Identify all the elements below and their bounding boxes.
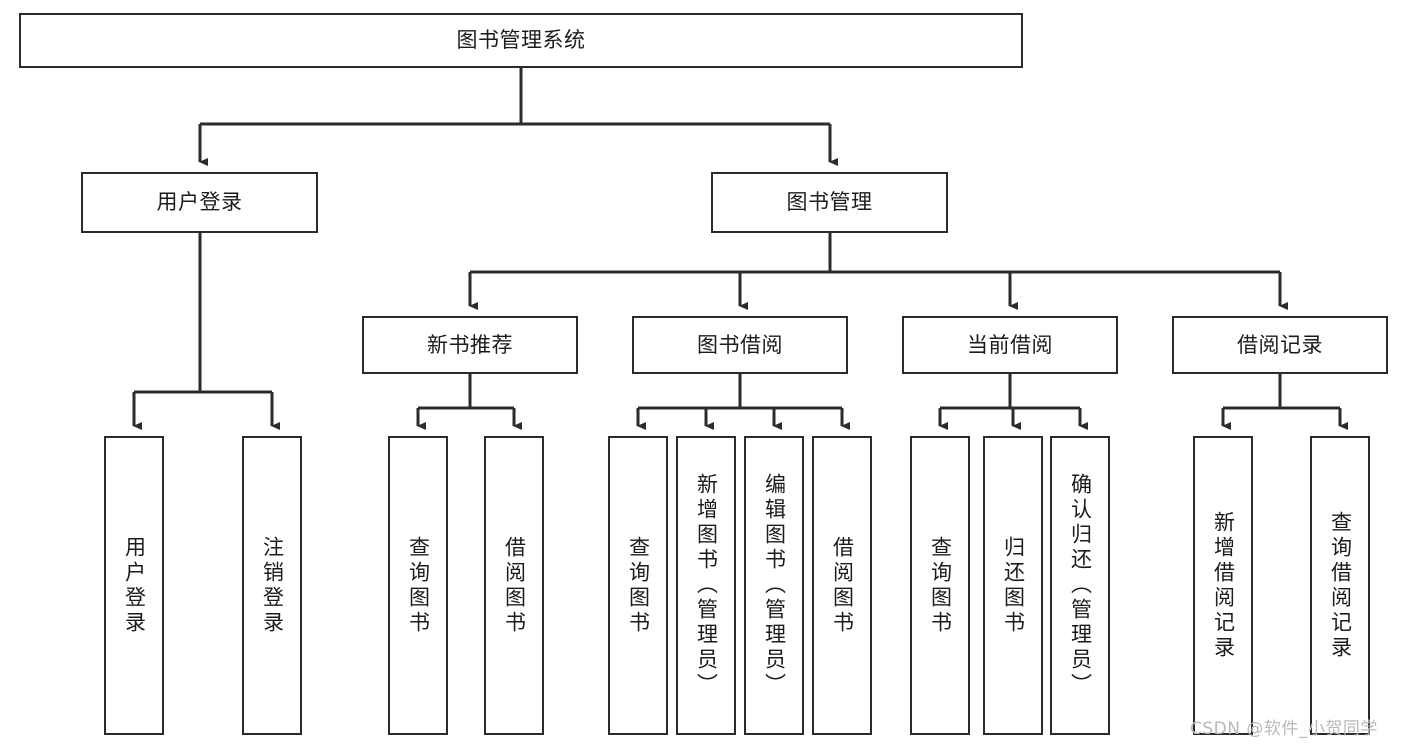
node-label: 新增图书（管理员）: [694, 473, 719, 698]
node-leaf-leaf-query-book-3[interactable]: 查询图书: [910, 436, 970, 735]
node-label: 借阅图书: [830, 535, 855, 636]
node-level3-current-borrow[interactable]: 当前借阅: [902, 316, 1118, 374]
node-leaf-leaf-query-book-2[interactable]: 查询图书: [608, 436, 668, 735]
node-label: 图书借阅: [697, 332, 783, 357]
node-label: 编辑图书（管理员）: [762, 473, 787, 698]
node-level2-book-manage[interactable]: 图书管理: [711, 172, 948, 233]
node-label: 查询图书: [928, 535, 953, 636]
node-label: 图书管理系统: [456, 28, 586, 53]
node-label: 归还图书: [1001, 535, 1026, 636]
node-leaf-leaf-confirm-return-admin[interactable]: 确认归还（管理员）: [1050, 436, 1110, 735]
node-root[interactable]: 图书管理系统: [19, 13, 1023, 68]
node-label: 借阅记录: [1237, 332, 1323, 357]
node-level3-new-book-rec[interactable]: 新书推荐: [362, 316, 578, 374]
node-label: 借阅图书: [502, 535, 527, 636]
node-label: 当前借阅: [967, 332, 1053, 357]
node-leaf-leaf-user-logout[interactable]: 注销登录: [242, 436, 302, 735]
node-label: 查询图书: [406, 535, 431, 636]
node-leaf-leaf-borrow-book-2[interactable]: 借阅图书: [812, 436, 872, 735]
node-label: 图书管理: [786, 190, 873, 215]
node-label: 确认归还（管理员）: [1068, 473, 1093, 698]
node-leaf-leaf-add-borrow-record[interactable]: 新增借阅记录: [1193, 436, 1253, 735]
node-level3-borrow-record[interactable]: 借阅记录: [1172, 316, 1388, 374]
node-leaf-leaf-borrow-book-1[interactable]: 借阅图书: [484, 436, 544, 735]
node-leaf-leaf-query-book-1[interactable]: 查询图书: [388, 436, 448, 735]
node-level3-book-borrow[interactable]: 图书借阅: [632, 316, 848, 374]
node-leaf-leaf-edit-book-admin[interactable]: 编辑图书（管理员）: [744, 436, 804, 735]
node-label: 查询图书: [626, 535, 651, 636]
node-leaf-leaf-query-borrow-record[interactable]: 查询借阅记录: [1310, 436, 1370, 735]
node-label: 用户登录: [156, 190, 243, 215]
node-label: 查询借阅记录: [1328, 510, 1353, 661]
node-leaf-leaf-return-book[interactable]: 归还图书: [983, 436, 1043, 735]
node-leaf-leaf-user-login[interactable]: 用户登录: [104, 436, 164, 735]
node-label: 用户登录: [122, 535, 147, 636]
node-level2-user-login[interactable]: 用户登录: [81, 172, 318, 233]
node-label: 新书推荐: [427, 332, 513, 357]
node-leaf-leaf-add-book-admin[interactable]: 新增图书（管理员）: [676, 436, 736, 735]
node-label: 注销登录: [260, 535, 285, 636]
node-label: 新增借阅记录: [1211, 510, 1236, 661]
